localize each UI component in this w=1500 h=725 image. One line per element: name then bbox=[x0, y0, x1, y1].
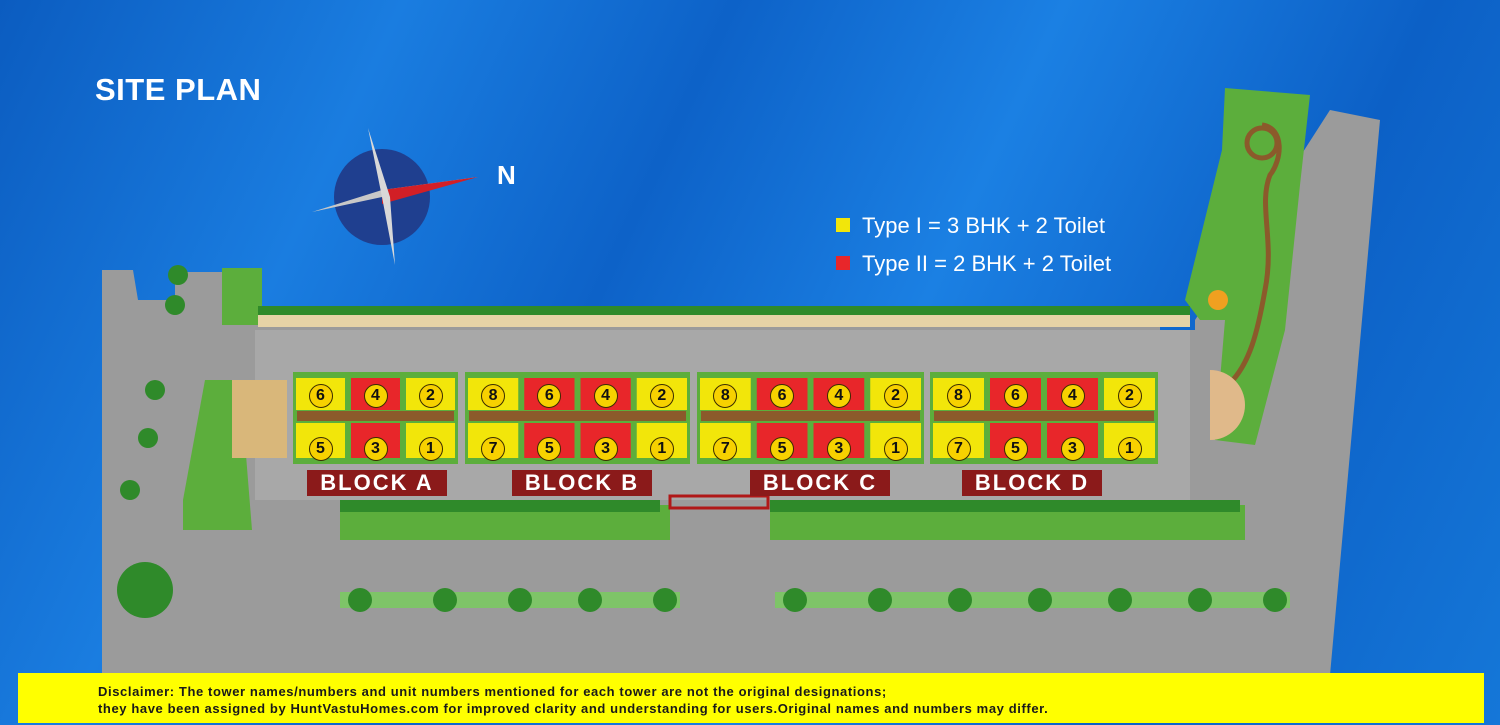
unit-number: 7 bbox=[946, 437, 971, 461]
unit-number: 5 bbox=[537, 437, 562, 461]
compass-north-label: N bbox=[497, 160, 516, 190]
unit-number: 5 bbox=[770, 437, 795, 461]
block-label: BLOCK A bbox=[307, 470, 447, 496]
hedge-bottom-a bbox=[340, 500, 660, 512]
disclaimer-line-1: Disclaimer: The tower names/numbers and … bbox=[98, 683, 1484, 700]
paved-strip-top bbox=[258, 315, 1190, 327]
disclaimer-line-2: they have been assigned by HuntVastuHome… bbox=[98, 701, 1049, 716]
park-walkway bbox=[1226, 122, 1282, 387]
unit-number: 8 bbox=[946, 384, 971, 408]
unit-number: 6 bbox=[1003, 384, 1028, 408]
unit-number: 3 bbox=[1060, 437, 1085, 461]
unit-number: 6 bbox=[308, 384, 333, 408]
unit-number: 3 bbox=[593, 437, 618, 461]
unit-number: 4 bbox=[826, 384, 851, 408]
block-corridor bbox=[701, 411, 920, 421]
play-area bbox=[1208, 290, 1228, 310]
park-fountain bbox=[1244, 125, 1280, 161]
legend-item-type2: Type II = 2 BHK + 2 Toilet bbox=[836, 251, 1111, 277]
legend-swatch-type2 bbox=[836, 256, 850, 270]
compass-rose-icon bbox=[312, 128, 478, 265]
legend-label-type1: Type I = 3 BHK + 2 Toilet bbox=[862, 213, 1105, 238]
block-label: BLOCK C bbox=[750, 470, 890, 496]
legend-swatch-type1 bbox=[836, 218, 850, 232]
unit-number: 6 bbox=[770, 384, 795, 408]
lawn-top-left bbox=[222, 268, 262, 325]
block-label: BLOCK B bbox=[512, 470, 652, 496]
clubhouse bbox=[232, 380, 287, 458]
unit-number: 1 bbox=[1117, 437, 1142, 461]
unit-number: 1 bbox=[418, 437, 443, 461]
unit-number: 5 bbox=[1003, 437, 1028, 461]
unit-number: 3 bbox=[363, 437, 388, 461]
block-label: BLOCK D bbox=[962, 470, 1102, 496]
park-area bbox=[1185, 88, 1310, 445]
unit-number: 2 bbox=[1117, 384, 1142, 408]
unit-number: 8 bbox=[713, 384, 738, 408]
block-corridor bbox=[297, 411, 454, 421]
unit-number: 1 bbox=[883, 437, 908, 461]
unit-number: 4 bbox=[363, 384, 388, 408]
hedge-bottom-b bbox=[770, 500, 1240, 512]
disclaimer-banner: Disclaimer: The tower names/numbers and … bbox=[18, 673, 1484, 723]
unit-number: 1 bbox=[649, 437, 674, 461]
disclaimer-text-1: The tower names/numbers and unit numbers… bbox=[178, 684, 887, 699]
unit-number: 2 bbox=[649, 384, 674, 408]
block-corridor bbox=[469, 411, 686, 421]
unit-number: 2 bbox=[883, 384, 908, 408]
unit-number: 3 bbox=[826, 437, 851, 461]
unit-number: 2 bbox=[418, 384, 443, 408]
legend-item-type1: Type I = 3 BHK + 2 Toilet bbox=[836, 213, 1105, 239]
unit-number: 4 bbox=[1060, 384, 1085, 408]
legend-label-type2: Type II = 2 BHK + 2 Toilet bbox=[862, 251, 1112, 276]
page-title: SITE PLAN bbox=[95, 72, 262, 107]
unit-number: 4 bbox=[593, 384, 618, 408]
unit-number: 8 bbox=[481, 384, 506, 408]
unit-number: 6 bbox=[537, 384, 562, 408]
unit-number: 7 bbox=[713, 437, 738, 461]
disclaimer-heading: Disclaimer: bbox=[98, 684, 175, 699]
unit-number: 7 bbox=[481, 437, 506, 461]
entry-gate bbox=[668, 494, 770, 510]
gazebo bbox=[1210, 370, 1245, 440]
block-corridor bbox=[934, 411, 1154, 421]
avenue-trees bbox=[117, 265, 1287, 618]
unit-number: 5 bbox=[308, 437, 333, 461]
